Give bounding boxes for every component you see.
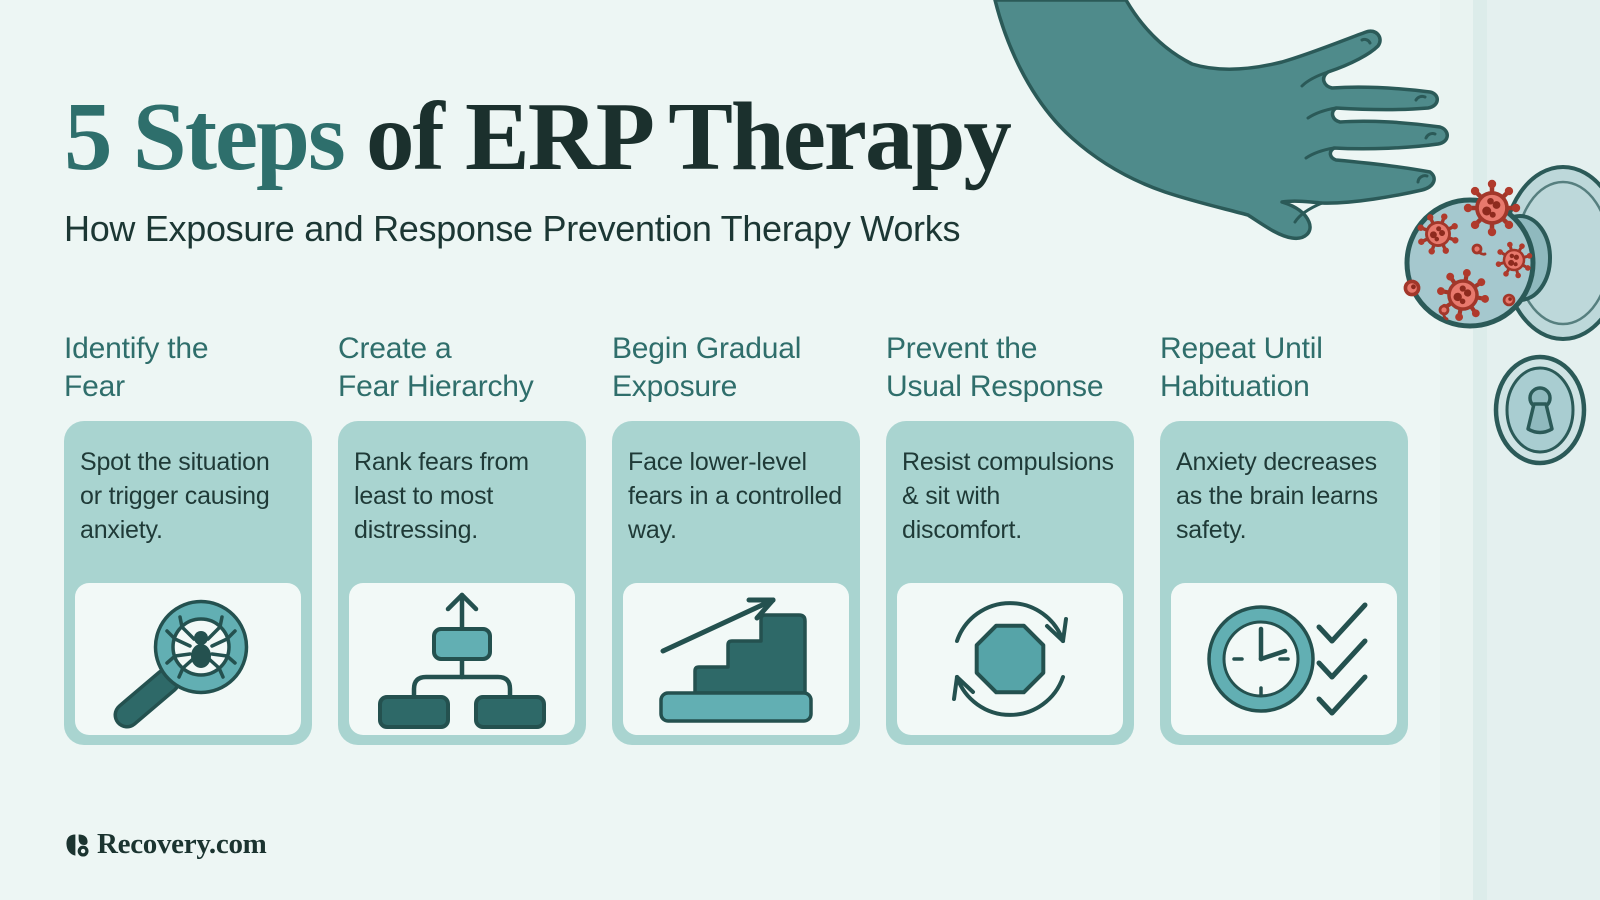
step-title-line1: Begin Gradual (612, 332, 802, 365)
step-title-line2: Fear (64, 370, 125, 403)
step-description: Resist compulsions & sit with discomfort… (902, 448, 1114, 544)
step-card: Spot the situation or trigger causing an… (64, 421, 312, 745)
step-column-5: Repeat Until Habituation Anxiety decreas… (1160, 330, 1408, 745)
step-title-line1: Identify the (64, 332, 209, 365)
step-description: Spot the situation or trigger causing an… (80, 448, 270, 544)
fear-hierarchy-tree-icon (378, 592, 546, 729)
step-title: Prevent the Usual Response (886, 330, 1134, 421)
step-description: Face lower-level fears in a controlled w… (628, 448, 842, 544)
door-edge-stripe (1473, 0, 1487, 900)
steps-row: Identify the Fear Spot the situation or … (64, 330, 1408, 745)
step-column-4: Prevent the Usual Response Resist compul… (886, 330, 1134, 745)
title-rest: of ERP Therapy (343, 83, 1012, 190)
step-description: Rank fears from least to most distressin… (354, 448, 529, 544)
door-edge-band (1440, 0, 1473, 900)
step-title-line2: Usual Response (886, 370, 1104, 403)
step-title: Repeat Until Habituation (1160, 330, 1408, 421)
clock-checklist-icon (1207, 602, 1368, 716)
step-title: Identify the Fear (64, 330, 312, 421)
title-accent: 5 Steps (64, 83, 346, 190)
step-card: Face lower-level fears in a controlled w… (612, 421, 860, 745)
recovery-logo-icon (66, 833, 89, 857)
step-icon-tile (1171, 583, 1397, 735)
step-title-line1: Create a (338, 332, 452, 365)
step-title: Create a Fear Hierarchy (338, 330, 586, 421)
footer: Recovery.com (64, 828, 267, 861)
step-description: Anxiety decreases as the brain learns sa… (1176, 448, 1378, 544)
step-card: Anxiety decreases as the brain learns sa… (1160, 421, 1408, 745)
step-title-line1: Repeat Until (1160, 332, 1323, 365)
ascending-stairs-arrow-icon (659, 597, 813, 723)
step-title-line1: Prevent the (886, 332, 1038, 365)
magnifier-spider-icon (113, 599, 249, 729)
step-icon-tile (75, 583, 301, 735)
brand-wordmark: Recovery.com (97, 828, 267, 860)
stop-octagon-cycle-icon (952, 601, 1068, 717)
page-subtitle: How Exposure and Response Prevention The… (64, 208, 961, 249)
page-title: 5 Steps of ERP Therapy (64, 88, 1012, 185)
step-icon-tile (623, 583, 849, 735)
step-column-1: Identify the Fear Spot the situation or … (64, 330, 312, 745)
step-title-line2: Fear Hierarchy (338, 370, 534, 403)
door-face (1487, 0, 1600, 900)
hand-icon (993, 0, 1449, 241)
step-title: Begin Gradual Exposure (612, 330, 860, 421)
step-card: Resist compulsions & sit with discomfort… (886, 421, 1134, 745)
header: 5 Steps of ERP Therapy How Exposure and … (64, 88, 1012, 250)
step-title-line2: Habituation (1160, 370, 1310, 403)
step-column-2: Create a Fear Hierarchy Rank fears from … (338, 330, 586, 745)
step-card: Rank fears from least to most distressin… (338, 421, 586, 745)
step-column-3: Begin Gradual Exposure Face lower-level … (612, 330, 860, 745)
step-title-line2: Exposure (612, 370, 738, 403)
step-icon-tile (349, 583, 575, 735)
step-icon-tile (897, 583, 1123, 735)
